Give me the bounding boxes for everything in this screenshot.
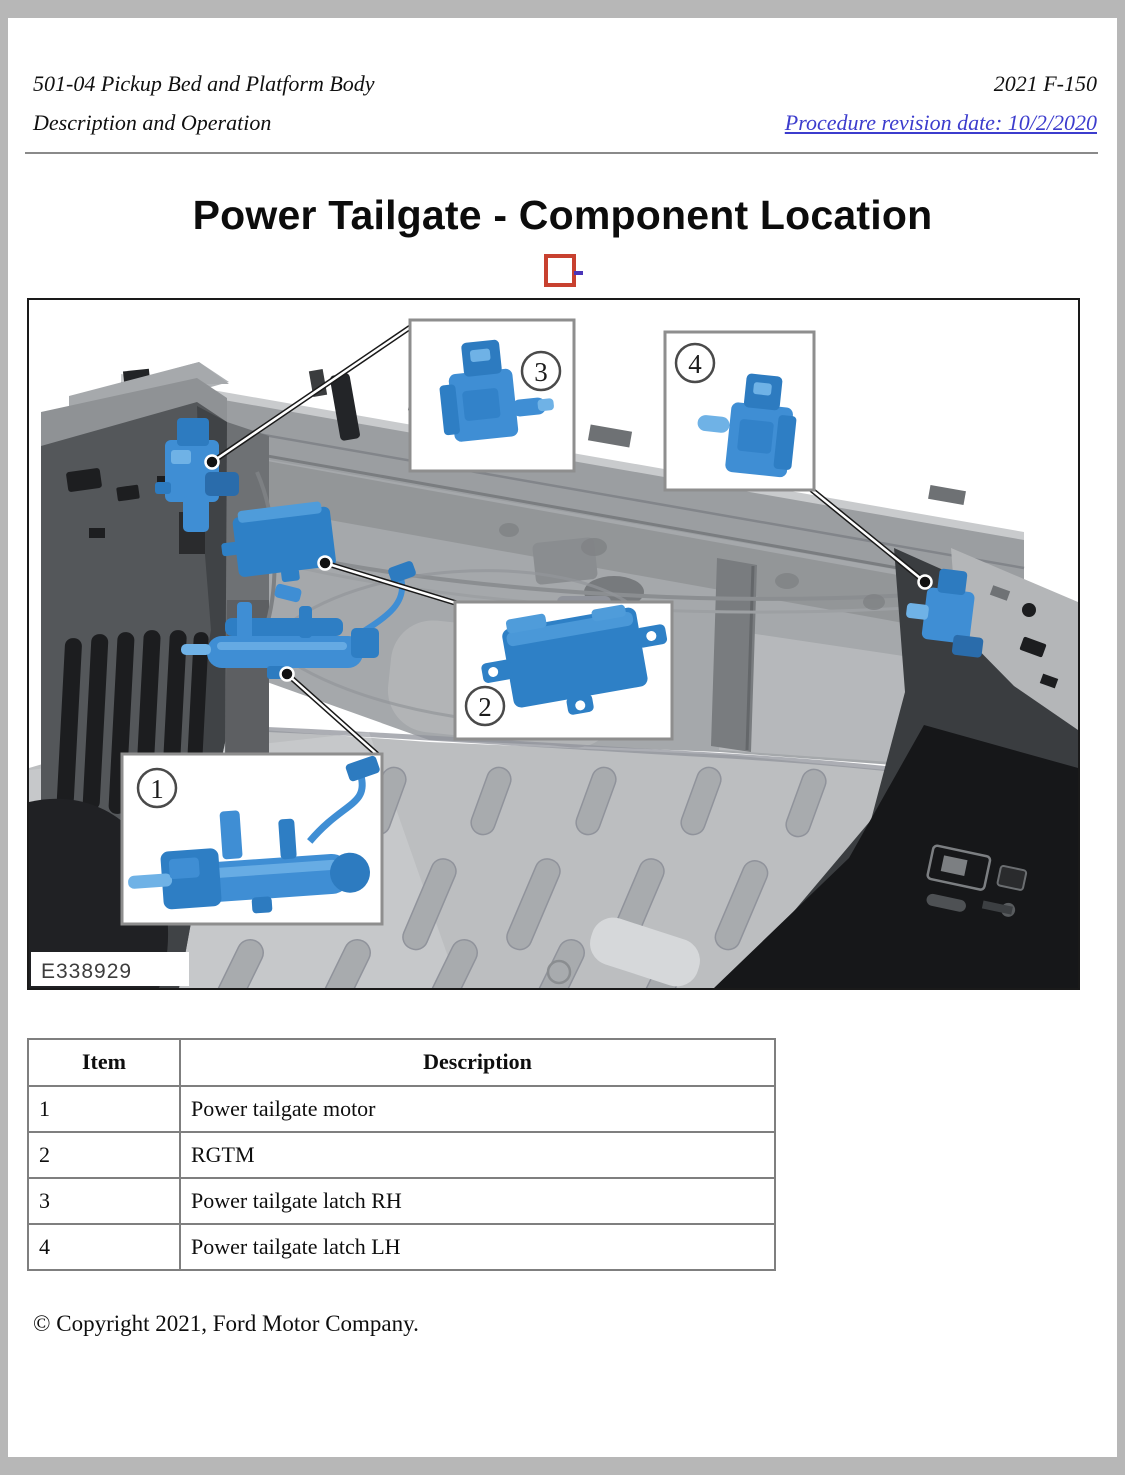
header-doc-type: Description and Operation xyxy=(33,110,272,136)
callout-4-number: 4 xyxy=(688,349,702,379)
image-code-label: E338929 xyxy=(31,952,189,987)
page-title: Power Tailgate - Component Location xyxy=(192,192,933,239)
header-divider xyxy=(25,152,1098,155)
header-section: 501-04 Pickup Bed and Platform Body xyxy=(33,71,375,96)
motor-in-scene xyxy=(181,561,416,680)
header-vehicle: 2021 F-150 xyxy=(993,71,1097,96)
harness-connector xyxy=(274,584,302,603)
table-row: 4 Power tailgate latch LH xyxy=(27,1223,776,1272)
image-code-text: E338929 xyxy=(41,960,132,983)
revision-date-link[interactable]: Procedure revision date: 10/2/2020 xyxy=(784,110,1097,136)
component-location-figure: 3 4 xyxy=(27,298,1080,991)
callout-box-1: 1 xyxy=(120,752,384,926)
table-row: 3 Power tailgate latch RH xyxy=(27,1176,776,1226)
latch-lh-detail-drawing xyxy=(697,374,797,478)
leader-lines xyxy=(204,323,933,760)
callout-box-3: 3 xyxy=(408,318,576,473)
truck-bed-illustration: 3 4 xyxy=(29,318,1078,989)
document-page: 501-04 Pickup Bed and Platform Body 2021… xyxy=(8,18,1117,1457)
item-number-cell: 3 xyxy=(27,1176,181,1226)
right-wall-panel-details xyxy=(926,844,1028,918)
rgtm-in-scene xyxy=(221,501,336,583)
table-row: 2 RGTM xyxy=(27,1130,776,1179)
broken-image-glyph xyxy=(573,271,583,276)
table-header-item: Item xyxy=(27,1038,181,1087)
latch-lh-in-scene xyxy=(906,569,984,658)
description-cell: Power tailgate latch RH xyxy=(179,1176,776,1226)
broken-image-placeholder xyxy=(543,254,583,288)
item-number-cell: 2 xyxy=(27,1130,181,1179)
table-row: 1 Power tailgate motor xyxy=(27,1084,776,1133)
callout-box-2: 2 xyxy=(453,600,674,741)
rgtm-detail-drawing xyxy=(481,605,668,716)
table-header-description: Description xyxy=(179,1038,776,1087)
component-table: Item Description 1 Power tailgate motor … xyxy=(27,1038,776,1272)
item-number-cell: 4 xyxy=(27,1223,181,1272)
table-header-row: Item Description xyxy=(27,1038,776,1087)
description-cell: Power tailgate latch LH xyxy=(179,1223,776,1272)
description-cell: Power tailgate motor xyxy=(179,1084,776,1133)
callout-1-number: 1 xyxy=(150,774,164,804)
right-side-wall xyxy=(714,548,1078,989)
motor-detail-drawing xyxy=(128,756,380,914)
item-number-cell: 1 xyxy=(27,1084,181,1133)
callout-box-4: 4 xyxy=(663,330,816,492)
callout-2-number: 2 xyxy=(478,692,492,722)
callout-3-number: 3 xyxy=(534,357,548,387)
copyright-text: © Copyright 2021, Ford Motor Company. xyxy=(33,1311,419,1337)
latch-rh-in-scene xyxy=(155,418,239,533)
description-cell: RGTM xyxy=(179,1130,776,1179)
document-header: 501-04 Pickup Bed and Platform Body 2021… xyxy=(8,18,1117,135)
latch-rh-detail-drawing xyxy=(439,340,554,443)
